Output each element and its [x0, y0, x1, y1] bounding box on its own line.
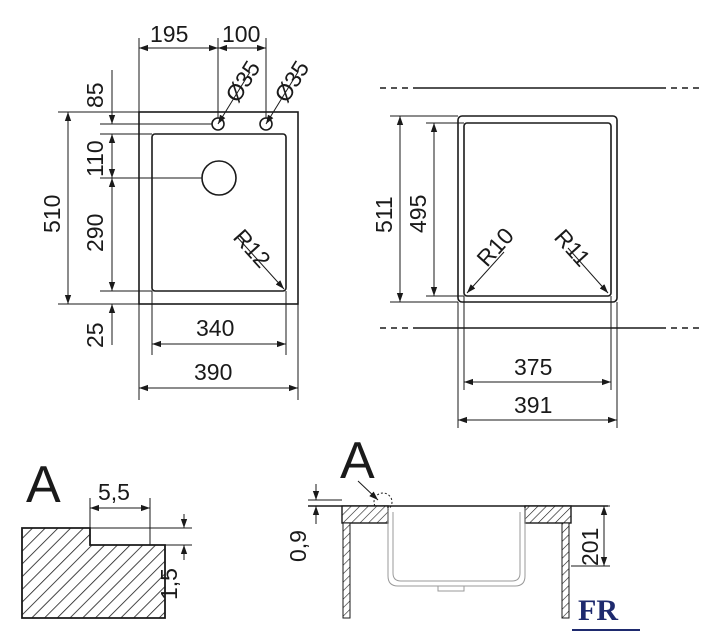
bowl-section	[387, 508, 526, 587]
dim-100: 100	[222, 21, 260, 47]
dim-5-5: 5,5	[98, 479, 130, 505]
dim-201: 201	[577, 528, 603, 566]
radius-r11: R11	[549, 224, 595, 271]
dim-390: 390	[194, 359, 232, 385]
detail-a: A 5,5 1,5	[21, 456, 192, 619]
hole-label-left: Ø35	[220, 56, 265, 107]
sink-bowl-outline	[151, 133, 287, 292]
radius-r10: R10	[471, 223, 519, 272]
bowl-outer	[457, 115, 618, 303]
logo-text: FR	[578, 594, 618, 627]
dim-0-9: 0,9	[285, 530, 311, 562]
detail-a-label: A	[26, 456, 61, 514]
dim-391: 391	[514, 392, 552, 418]
radius-r12: R12	[228, 224, 276, 273]
dim-290: 290	[82, 214, 108, 252]
dim-510: 510	[39, 195, 65, 233]
section-view: A 0,9 201	[285, 432, 610, 619]
brand-logo: FR	[572, 594, 640, 631]
detail-a-hatched-section	[21, 527, 166, 619]
worktop-left-section	[341, 505, 389, 524]
dim-495: 495	[405, 195, 431, 233]
dim-511: 511	[371, 196, 397, 233]
top-view: 195 100 Ø35 Ø35 85 510 110 290 25 340 39…	[39, 21, 314, 400]
dim-85: 85	[82, 82, 108, 108]
dim-340: 340	[196, 315, 234, 341]
dim-195: 195	[150, 21, 188, 47]
section-a-label: A	[340, 432, 375, 490]
worktop-right-section	[524, 505, 572, 524]
dim-110: 110	[82, 140, 108, 177]
dim-375: 375	[514, 354, 552, 380]
sink-outer-outline	[138, 111, 299, 305]
drain-hole	[201, 160, 237, 196]
hole-label-right: Ø35	[269, 56, 314, 107]
detail-a-marker	[373, 492, 393, 512]
cabinet-wall-left	[342, 522, 351, 619]
dim-1-5: 1,5	[156, 568, 182, 600]
bowl-view: 511 495 R10 R11 375 391	[371, 87, 700, 428]
cabinet-wall-right	[561, 522, 570, 619]
bowl-inner	[463, 122, 612, 297]
dim-25: 25	[82, 322, 108, 348]
